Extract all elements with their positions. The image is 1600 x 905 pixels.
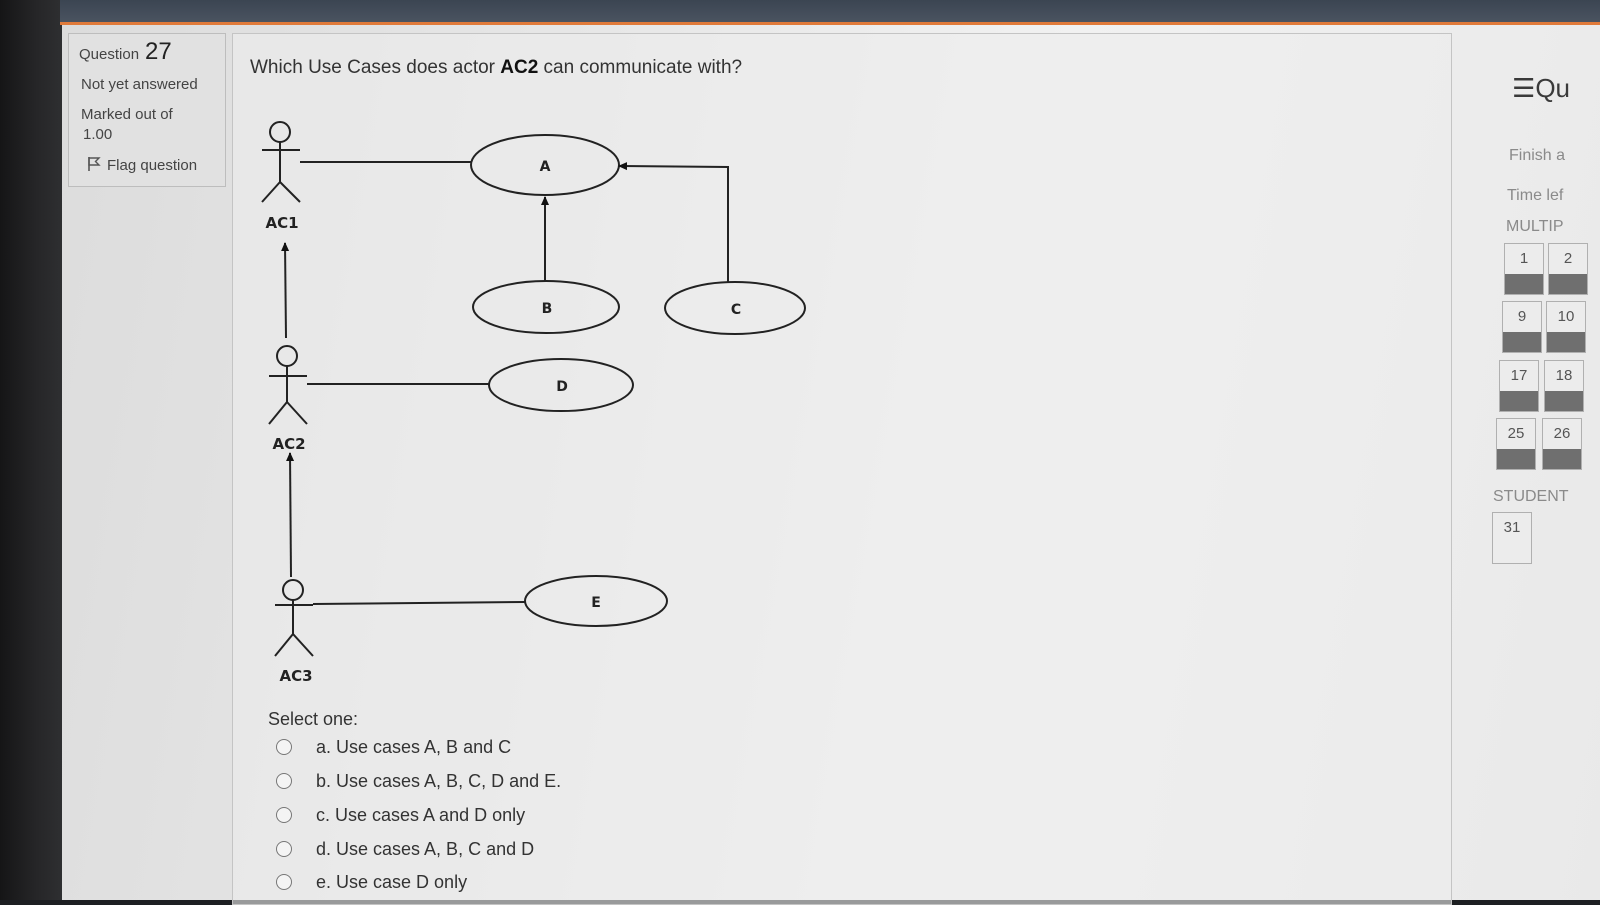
- quiz-nav-button[interactable]: 18: [1544, 360, 1584, 412]
- answer-option-label: a. Use cases A, B and C: [316, 737, 512, 757]
- marked-out-of-label: Marked out of: [81, 106, 173, 123]
- answered-fill: [1503, 332, 1541, 352]
- answered-fill: [1547, 332, 1585, 352]
- laptop-bezel: [0, 0, 62, 900]
- answer-option-e[interactable]: e. Use case D only: [276, 872, 467, 893]
- nav-button-number: 26: [1553, 425, 1571, 442]
- select-one-label: Select one:: [268, 709, 359, 729]
- radio-button[interactable]: [276, 874, 292, 890]
- answer-option-label: d. Use cases A, B, C and D: [316, 839, 535, 859]
- actor-ac1: [261, 121, 301, 203]
- quiz-nav-header[interactable]: ☰Qu: [1512, 73, 1570, 104]
- answer-option-c[interactable]: c. Use cases A and D only: [276, 805, 525, 826]
- answer-option-label: e. Use case D only: [316, 872, 468, 892]
- section-heading-student: STUDENT: [1493, 488, 1569, 505]
- flag-question-button[interactable]: Flag question: [87, 156, 197, 174]
- flag-icon: [88, 157, 101, 171]
- use-case-label-c: C: [731, 302, 741, 318]
- nav-button-number: 17: [1510, 367, 1528, 384]
- answered-fill: [1545, 391, 1583, 411]
- quiz-nav-button[interactable]: 31: [1492, 512, 1532, 564]
- quiz-nav-button[interactable]: 10: [1546, 301, 1586, 353]
- question-text-part: can communicate with?: [538, 57, 743, 78]
- use-case-c: [664, 281, 806, 335]
- use-case-label-b: B: [542, 301, 553, 317]
- nav-button-number: 31: [1503, 519, 1521, 536]
- radio-button[interactable]: [276, 807, 292, 823]
- radio-button[interactable]: [276, 773, 292, 789]
- nav-button-number: 18: [1555, 367, 1573, 384]
- answer-option-d[interactable]: d. Use cases A, B, C and D: [276, 839, 534, 860]
- use-case-label-e: E: [591, 595, 601, 611]
- quiz-navigation-panel: ☰Qu Finish a Time lef MULTIP 1 2 9 10 17…: [1482, 25, 1600, 900]
- question-state: Not yet answered: [81, 76, 198, 93]
- use-case-label-a: A: [540, 159, 551, 175]
- question-text-actor: AC2: [500, 57, 539, 78]
- time-left-label: Time lef: [1507, 187, 1564, 204]
- answer-option-label: c. Use cases A and D only: [316, 805, 526, 825]
- flag-question-label: Flag question: [107, 157, 198, 174]
- actor-ac2: [268, 345, 308, 425]
- finish-attempt-link[interactable]: Finish a: [1509, 147, 1566, 164]
- quiz-nav-button[interactable]: 9: [1502, 301, 1542, 353]
- answered-fill: [1497, 449, 1535, 469]
- radio-button[interactable]: [276, 841, 292, 857]
- quiz-nav-button[interactable]: 2: [1548, 243, 1588, 295]
- question-label: Question: [79, 46, 140, 63]
- answered-fill: [1500, 391, 1538, 411]
- nav-button-number: 1: [1519, 250, 1529, 267]
- hamburger-icon: ☰: [1512, 73, 1536, 103]
- question-number: 27: [145, 38, 172, 65]
- top-navbar: [60, 0, 1600, 25]
- quiz-nav-button[interactable]: 25: [1496, 418, 1536, 470]
- actor-label-ac3: AC3: [279, 667, 312, 685]
- actor-label-ac1: AC1: [265, 214, 298, 232]
- quiz-nav-button[interactable]: 17: [1499, 360, 1539, 412]
- nav-button-number: 10: [1557, 308, 1575, 325]
- actor-ac3: [274, 579, 314, 657]
- quiz-nav-title: Qu: [1535, 73, 1570, 103]
- question-text: Which Use Cases does actor AC2 can commu…: [250, 57, 742, 79]
- use-case-e: [524, 575, 668, 627]
- section-heading-multiple: MULTIP: [1506, 218, 1564, 235]
- nav-button-number: 2: [1563, 250, 1573, 267]
- answered-fill: [1549, 274, 1587, 294]
- use-case-diagram: AC1 AC2 AC3 A B C D E: [261, 121, 806, 685]
- quiz-nav-button[interactable]: 26: [1542, 418, 1582, 470]
- use-case-label-d: D: [556, 379, 568, 395]
- answered-fill: [1505, 274, 1543, 294]
- quiz-nav-button[interactable]: 1: [1504, 243, 1544, 295]
- question-info-box: Question 27 Not yet answered Marked out …: [68, 33, 226, 187]
- answer-option-a[interactable]: a. Use cases A, B and C: [276, 737, 511, 758]
- answered-fill: [1543, 449, 1581, 469]
- actor-label-ac2: AC2: [272, 435, 305, 453]
- nav-button-number: 25: [1507, 425, 1525, 442]
- nav-button-number: 9: [1517, 308, 1527, 325]
- question-content-box: [232, 33, 1452, 905]
- radio-button[interactable]: [276, 739, 292, 755]
- marked-out-of-value: 1.00: [83, 126, 113, 143]
- question-text-part: Which Use Cases does actor: [250, 57, 501, 78]
- answer-option-b[interactable]: b. Use cases A, B, C, D and E.: [276, 771, 561, 792]
- answer-option-label: b. Use cases A, B, C, D and E.: [316, 771, 562, 791]
